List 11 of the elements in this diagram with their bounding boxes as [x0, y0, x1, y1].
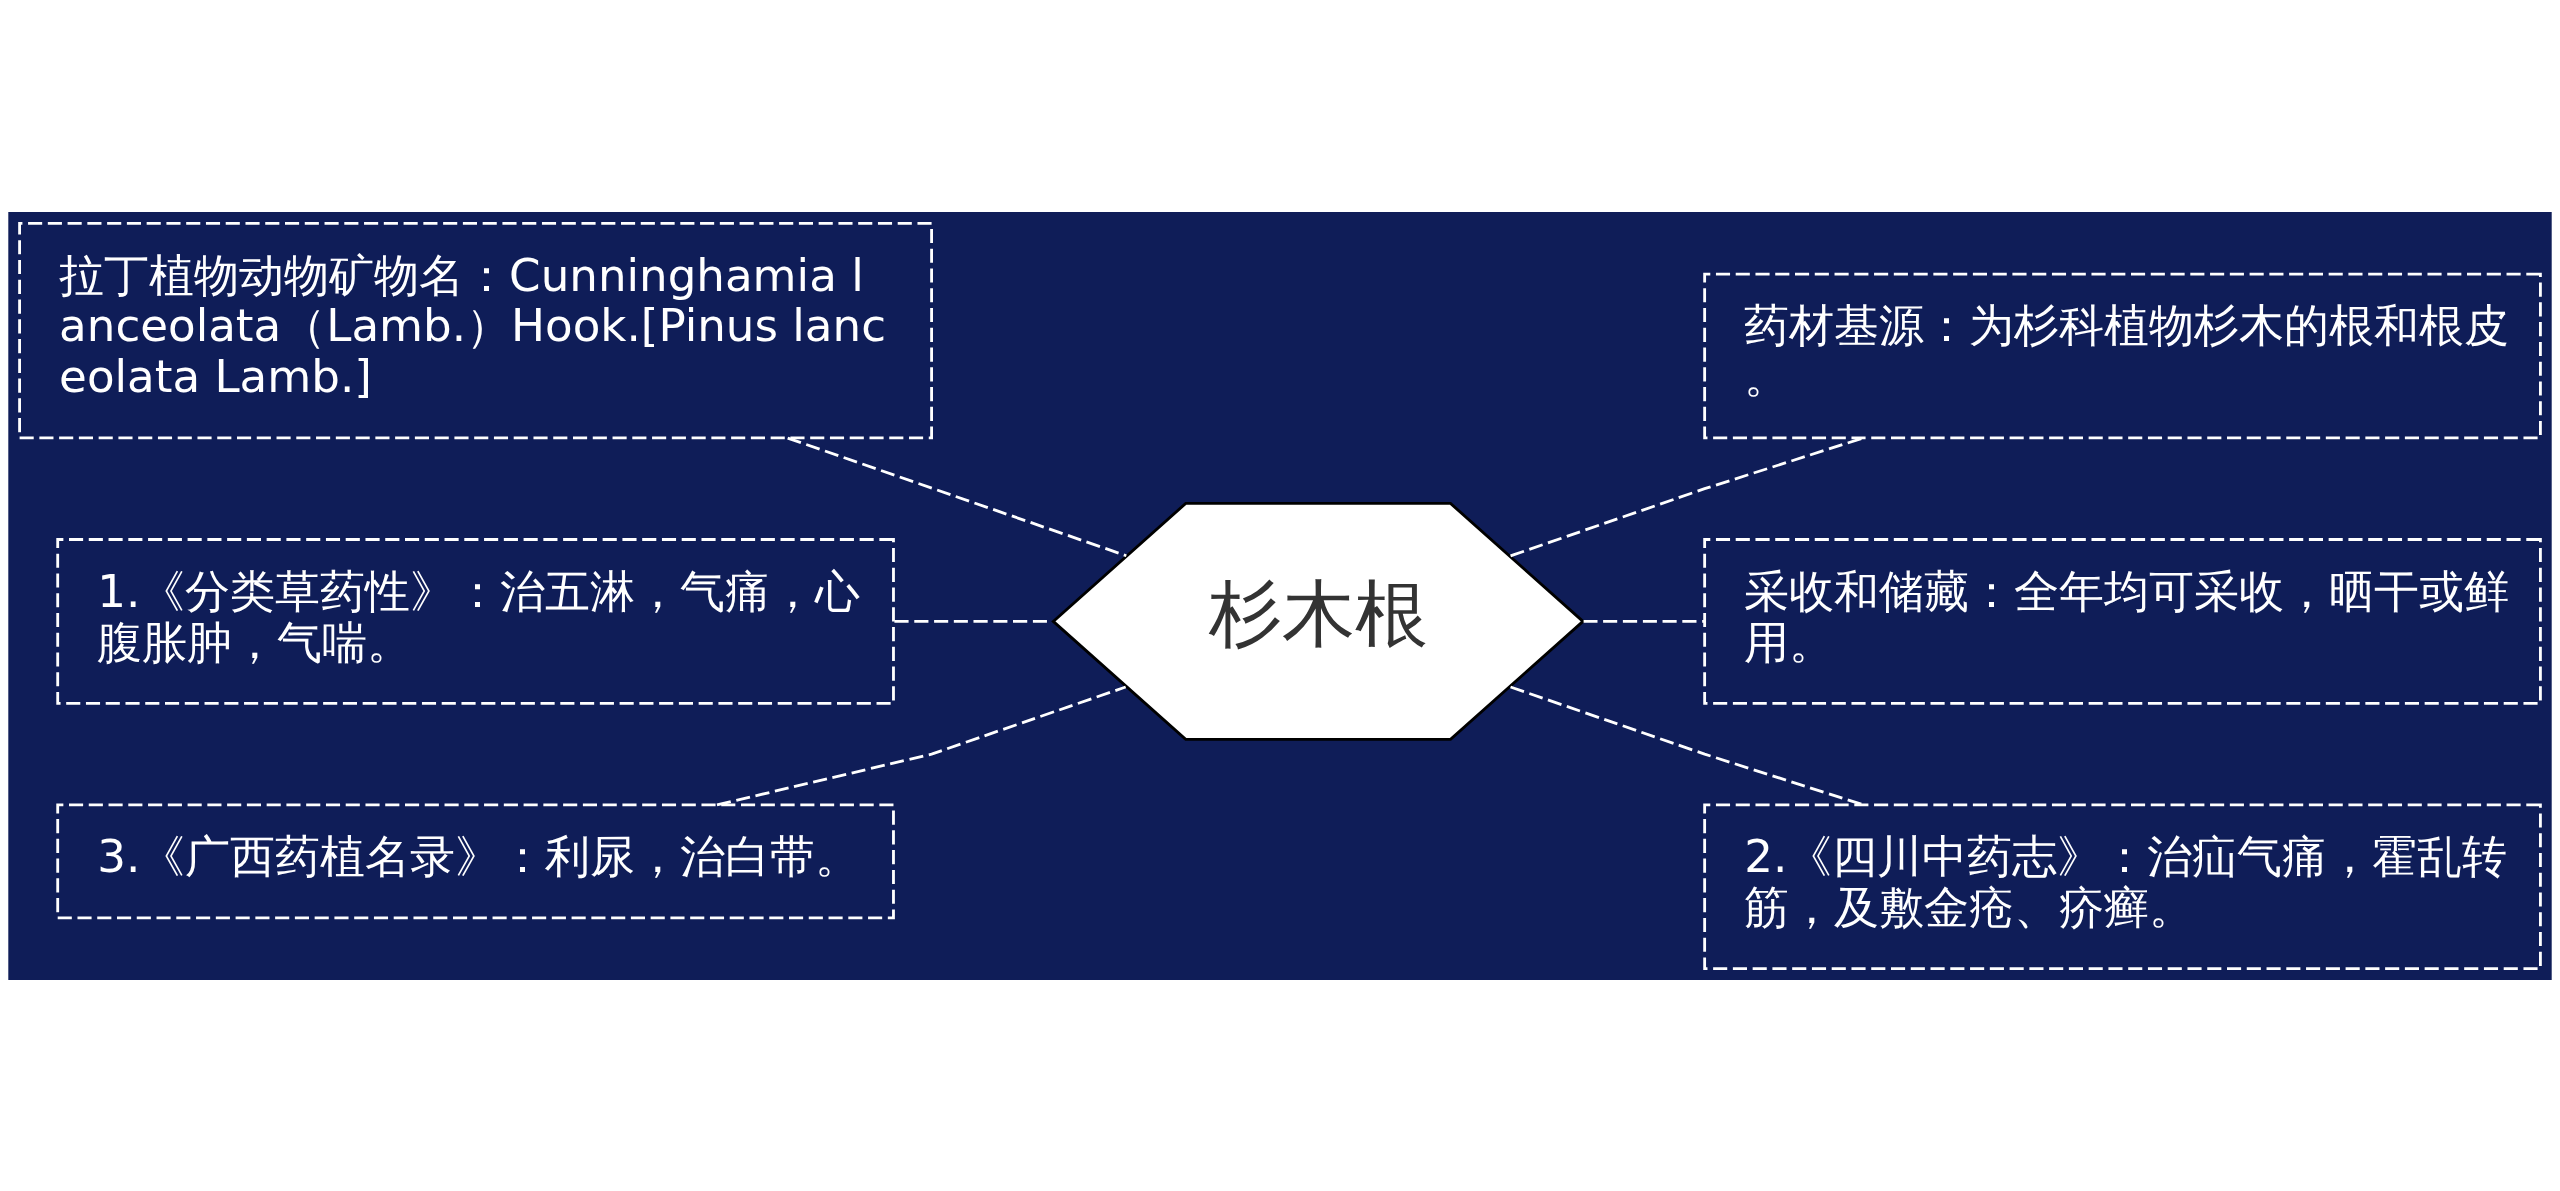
connector — [716, 685, 1127, 806]
connector — [787, 436, 1127, 557]
node-box: 1.《分类草药性》：治五淋，气痛，心腹胀肿，气喘。 — [56, 537, 895, 705]
connector — [1510, 436, 1864, 557]
node-box: 3.《广西药植名录》：利尿，治白带。 — [56, 803, 895, 919]
node-box: 拉丁植物动物矿物名：Cunninghamia lanceolata（Lamb.）Hook.[Pinus lanceolata Lamb.] — [18, 221, 933, 439]
node-box: 2.《四川中药志》：治疝气痛，霍乱转筋，及敷金疮、疥癣。 — [1703, 803, 2542, 970]
connector — [1583, 619, 1705, 623]
node-box: 药材基源：为杉科植物杉木的根和根皮。 — [1703, 272, 2542, 439]
node-box: 采收和储藏：全年均可采收，晒干或鲜用。 — [1703, 537, 2542, 705]
connector — [1510, 685, 1864, 806]
